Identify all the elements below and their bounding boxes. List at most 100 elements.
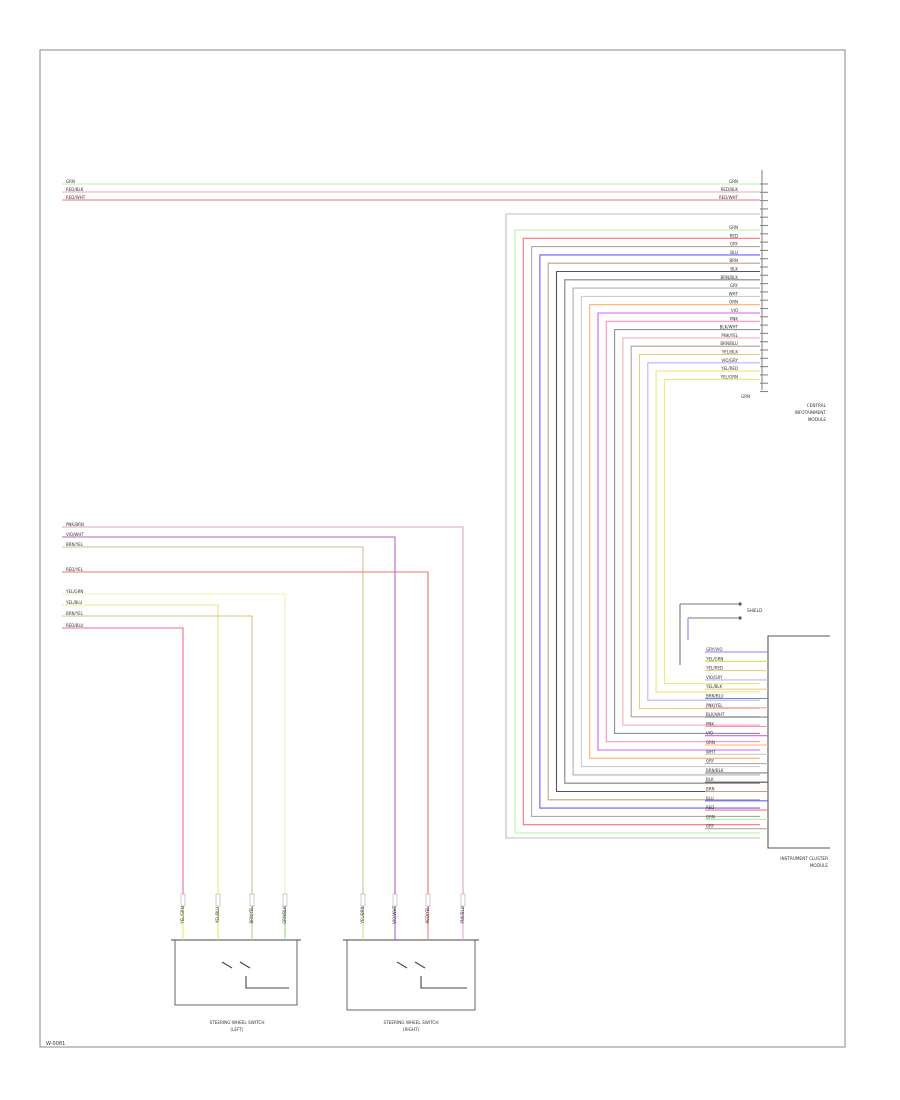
switch-pin-connector bbox=[392, 893, 398, 907]
switch-pin-connector bbox=[460, 893, 466, 907]
switch-feed-wire bbox=[62, 627, 184, 900]
switch-feed-wire bbox=[62, 546, 364, 900]
switch-internal-trace bbox=[420, 976, 467, 989]
switch-feed-label: BRN/YEL bbox=[66, 611, 84, 616]
bus-wire-top-label: YEL/BLK bbox=[721, 350, 739, 355]
bus-wire bbox=[597, 312, 760, 751]
left-switch-caption-line1: STEERING WHEEL SWITCH bbox=[209, 1020, 264, 1025]
top-wire-end-label: RED/BLK bbox=[721, 187, 739, 192]
bus-wire-top-label: VIO/GRY bbox=[722, 358, 739, 363]
cluster-pin-label: BLK/WHT bbox=[706, 712, 725, 717]
switch-feed-wire bbox=[62, 571, 429, 900]
cluster-pin-label: VIO/GRY bbox=[706, 675, 723, 680]
cluster-pin-label: VIO bbox=[706, 731, 713, 736]
bus-wire-top-label: VIO bbox=[731, 308, 738, 313]
bus-wire-top-label: BRN/BLU bbox=[720, 341, 738, 346]
shield-note: SHIELD bbox=[747, 608, 762, 613]
cluster-pin-label: BRN/BLK bbox=[706, 768, 724, 773]
top-right-module-caption: CENTRAL INFOTAINMENT MODULE bbox=[795, 403, 827, 422]
cluster-pin-label: YEL/BLK bbox=[705, 684, 723, 689]
cluster-pin-label: PNK/YEL bbox=[706, 703, 723, 708]
lower-right-module-caption: INSTRUMENT CLUSTER MODULE bbox=[780, 856, 828, 868]
cluster-pin-label: BRN/BLU bbox=[706, 694, 724, 699]
top-right-module-line3: MODULE bbox=[808, 417, 827, 422]
cluster-pin-label: PNK bbox=[706, 721, 714, 726]
top-wire-end-label: GRN bbox=[729, 179, 738, 184]
cluster-pin-label: YEL/GRN bbox=[705, 656, 723, 661]
bus-wire-top-label: BLU bbox=[730, 250, 738, 255]
bus-wire-top-label: PNK bbox=[730, 316, 738, 321]
cluster-pin-label: GRY bbox=[706, 824, 715, 829]
left-switch-caption: STEERING WHEEL SWITCH (LEFT) bbox=[209, 1020, 264, 1032]
cluster-pin-label: BRN bbox=[706, 787, 715, 792]
bus-wire bbox=[580, 295, 760, 768]
bus-wire bbox=[663, 378, 760, 685]
switch-pin-connector bbox=[180, 893, 186, 907]
bus-wire-top-label: BLK bbox=[730, 267, 738, 272]
bus-wire-top-label: PNK/YEL bbox=[721, 333, 738, 338]
top-wire-label: RED/BLK bbox=[66, 187, 84, 192]
bus-wire-top-label: YEL/GRN bbox=[720, 374, 738, 379]
top-wire-label: RED/WHT bbox=[66, 195, 86, 200]
component-layer bbox=[171, 170, 768, 1011]
switch-feed-label: YEL/BLU bbox=[65, 600, 82, 605]
switch-feed-wire bbox=[62, 615, 253, 900]
bus-wire bbox=[589, 304, 760, 759]
shield-connector-dot bbox=[738, 616, 742, 620]
switch-pin-label: YEL/GRN bbox=[180, 906, 185, 924]
bus-shield-outline bbox=[505, 213, 760, 839]
instrument-cluster-connector bbox=[705, 651, 768, 830]
right-switch-caption: STEERING WHEEL SWITCH (RIGHT) bbox=[383, 1020, 438, 1032]
switch-contact bbox=[414, 961, 426, 969]
switch-housing bbox=[174, 939, 298, 1006]
switch-feed-wire bbox=[62, 526, 464, 900]
switch-contact bbox=[239, 961, 251, 969]
bus-wire bbox=[605, 320, 760, 743]
switch-pin-label: BRN/YEL bbox=[249, 906, 254, 924]
switch-pin-label: RED/YEL bbox=[425, 906, 430, 924]
cluster-pin-label: GRN bbox=[706, 814, 715, 819]
steering-wheel-switch-left bbox=[171, 893, 301, 1006]
central-module-connector bbox=[760, 170, 768, 393]
bus-wire bbox=[522, 237, 760, 826]
switch-pin-connector bbox=[249, 893, 255, 907]
bus-wire-top-label: GRY bbox=[730, 283, 739, 288]
cluster-pin-label: WHT bbox=[706, 749, 716, 754]
cluster-pin-label: BLK bbox=[706, 777, 714, 782]
top-wire-end-label: RED/WHT bbox=[719, 195, 739, 200]
diagram-frame bbox=[39, 49, 846, 1048]
switch-feed-label: PNK/BRN bbox=[66, 522, 84, 527]
shield-connector-dot bbox=[738, 602, 742, 606]
switch-feed-label: RED/BLU bbox=[66, 623, 84, 628]
switch-pin-label: YEL/BRN bbox=[360, 906, 365, 924]
switch-contact bbox=[396, 961, 408, 969]
cluster-pin-label: GRY/VIO bbox=[706, 647, 722, 652]
top-right-module-line1: CENTRAL bbox=[807, 403, 827, 408]
steering-wheel-switch-right bbox=[343, 893, 479, 1011]
bus-wire-top-label: WHT bbox=[729, 291, 739, 296]
switch-feed-wire bbox=[62, 536, 396, 900]
bus-wire bbox=[514, 229, 760, 834]
bus-wire-top-label: BRN bbox=[729, 258, 738, 263]
switch-feed-label: RED/YEL bbox=[66, 567, 84, 572]
bus-wire bbox=[555, 270, 760, 793]
top-right-module-line2: INFOTAINMENT bbox=[795, 410, 827, 415]
bus-wire bbox=[539, 254, 760, 809]
cluster-pin-label: ORN bbox=[706, 740, 715, 745]
lower-right-module-line1: INSTRUMENT CLUSTER bbox=[780, 856, 828, 861]
switch-pin-connector bbox=[215, 893, 221, 907]
bus-wire-top-label: BRN/BLK bbox=[721, 275, 739, 280]
switch-housing bbox=[346, 939, 476, 1011]
switch-feed-wire bbox=[62, 593, 286, 900]
cluster-module-box-outline bbox=[767, 635, 830, 849]
switch-pin-label: VIO/WHT bbox=[392, 906, 397, 924]
switch-feed-label: BRN/YEL bbox=[66, 542, 84, 547]
switch-internal-trace bbox=[245, 976, 289, 989]
cluster-pin-label: BLU bbox=[706, 796, 714, 801]
bus-wire bbox=[647, 362, 760, 701]
footer-code: W-0081 bbox=[46, 1041, 65, 1047]
cluster-pin-label: RED bbox=[706, 805, 714, 810]
right-switch-caption-line2: (RIGHT) bbox=[403, 1027, 420, 1032]
